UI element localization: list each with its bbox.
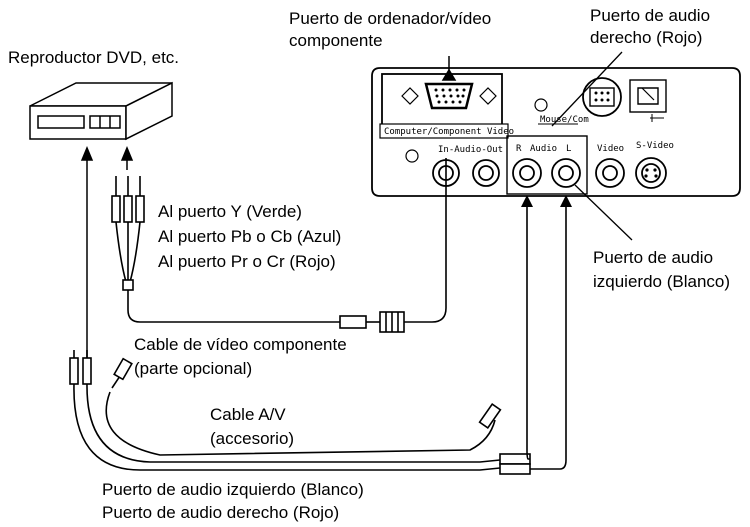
- panel-s-video: S-Video: [636, 141, 674, 151]
- panel-mouse-com: Mouse/Com: [540, 115, 589, 125]
- audio-right-port-label-1: Puerto de audio: [590, 6, 711, 25]
- component-video-cable: [111, 158, 447, 333]
- component-cable-label-1: Cable de vídeo componente: [134, 335, 347, 354]
- dvd-arrows: [80, 146, 134, 365]
- to-y-port-label: Al puerto Y (Verde): [158, 202, 302, 221]
- av-cable-label-1: Cable A/V: [210, 405, 286, 424]
- panel-computer-component-video: Computer/Component Video: [384, 127, 514, 137]
- dvd-player-illustration: [29, 81, 173, 141]
- bottom-right-audio-label: Puerto de audio derecho (Rojo): [102, 503, 340, 522]
- av-cable-label-2: (accesorio): [210, 429, 295, 448]
- dvd-player-label: Reproductor DVD, etc.: [8, 48, 180, 67]
- panel-r: R: [516, 144, 522, 154]
- panel-in-audio-out: In-Audio-Out: [438, 145, 503, 155]
- bottom-left-audio-label: Puerto de audio izquierdo (Blanco): [102, 480, 364, 499]
- leader-lines: [551, 51, 633, 241]
- audio-left-port-label-2: izquierdo (Blanco): [593, 272, 731, 291]
- audio-left-port-label-1: Puerto de audio: [593, 248, 714, 267]
- panel-l: L: [566, 144, 571, 154]
- audio-right-port-label-2: derecho (Rojo): [590, 28, 703, 47]
- av-cable: [69, 203, 567, 475]
- computer-port-arrow: [441, 56, 457, 81]
- panel-audio: Audio: [530, 144, 557, 154]
- component-cable-label-2: (parte opcional): [134, 359, 253, 378]
- panel-video: Video: [597, 144, 624, 154]
- to-pb-port-label: Al puerto Pb o Cb (Azul): [158, 227, 342, 246]
- projector-panel: [371, 67, 741, 197]
- computer-port-label-2: componente: [289, 31, 383, 50]
- to-pr-port-label: Al puerto Pr o Cr (Rojo): [158, 252, 336, 271]
- audio-arrows: [521, 195, 572, 207]
- computer-port-label-1: Puerto de ordenador/vídeo: [289, 9, 492, 28]
